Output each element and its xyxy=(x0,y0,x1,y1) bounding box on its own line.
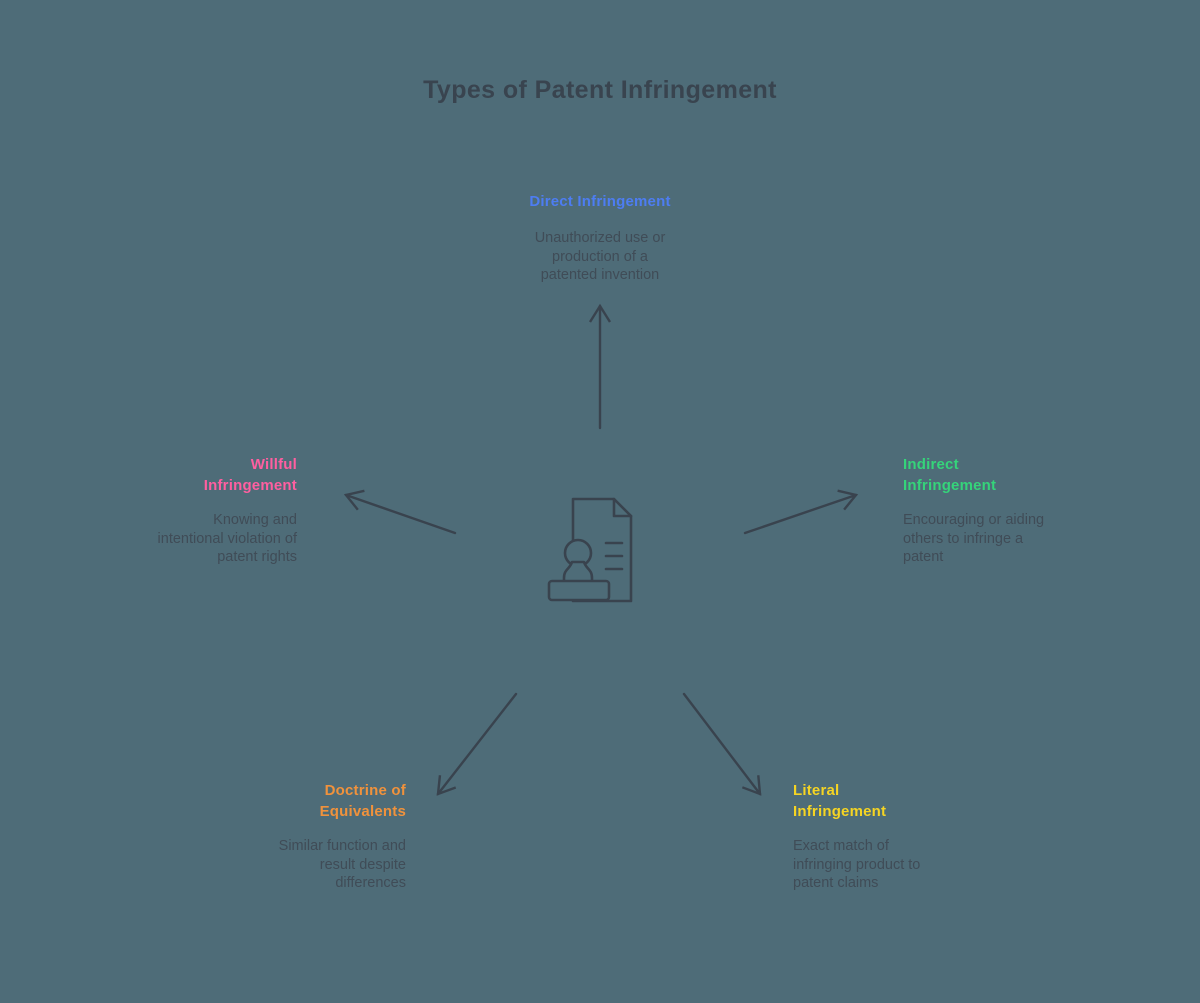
node-description-indirect: Encouraging or aiding others to infringe… xyxy=(903,512,1045,565)
page-title: Types of Patent Infringement xyxy=(423,76,777,104)
stamp-body xyxy=(562,560,594,583)
node-label-doctrine: Doctrine of Equivalents xyxy=(319,782,406,820)
node-description-doctrine: Similar function and result despite diff… xyxy=(278,838,406,891)
node-label-indirect: Indirect Infringement xyxy=(903,456,997,494)
node-description-literal: Exact match of infringing product to pat… xyxy=(793,838,921,891)
node-label-direct: Direct Infringement xyxy=(529,193,671,210)
stamp-base xyxy=(547,579,611,602)
node-willful-infringement: Willful Infringement Knowing and intenti… xyxy=(97,454,297,567)
node-label-willful: Willful Infringement xyxy=(203,456,297,494)
arrow-to-literal xyxy=(682,692,762,796)
document-fold xyxy=(612,497,633,518)
node-direct-infringement: Direct Infringement Unauthorized use or … xyxy=(490,191,710,285)
node-doctrine-of-equivalents: Doctrine of Equivalents Similar function… xyxy=(206,780,406,893)
node-indirect-infringement: Indirect Infringement Encouraging or aid… xyxy=(903,454,1123,567)
node-description-direct: Unauthorized use or production of a pate… xyxy=(534,230,666,283)
arrow-to-willful xyxy=(343,489,457,535)
node-label-literal: Literal Infringement xyxy=(793,782,887,820)
arrow-to-indirect xyxy=(743,489,859,535)
node-description-willful: Knowing and intentional violation of pat… xyxy=(157,512,297,565)
node-literal-infringement: Literal Infringement Exact match of infr… xyxy=(793,780,1013,893)
patent-document-stamp-icon xyxy=(547,497,633,603)
arrow-to-doctrine xyxy=(436,692,518,796)
